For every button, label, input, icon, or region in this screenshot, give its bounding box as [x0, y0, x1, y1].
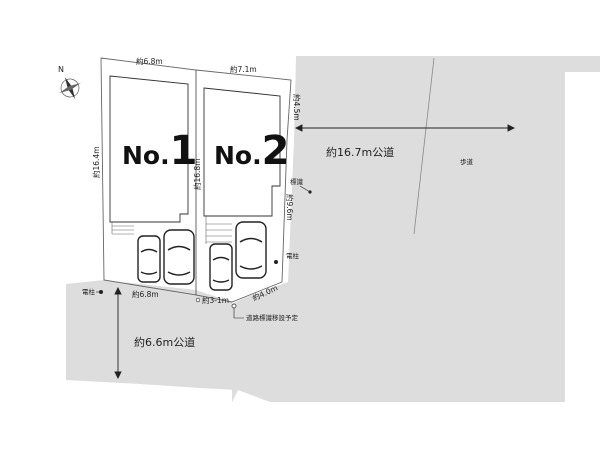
- building-2: [203, 87, 281, 217]
- sign-leader: [299, 185, 311, 193]
- south-road-label: 約6.6m公道: [134, 335, 195, 349]
- lot-2-label: No.2: [214, 128, 289, 174]
- compass-north-label: N: [58, 65, 64, 74]
- sidewalk-label: 歩道: [460, 157, 474, 166]
- steps-lot-2: [205, 216, 232, 244]
- pole-west-label: 電柱: [82, 287, 96, 296]
- sign-relocation-leader: [233, 308, 244, 319]
- pole-east-label: 電柱: [286, 251, 300, 260]
- lot-1-label: No.1: [122, 128, 197, 174]
- dimension-lot2-middle: 約16.8m: [192, 158, 202, 190]
- sign-relocation-icon: [231, 303, 237, 309]
- sidewalk-line: [413, 57, 435, 235]
- car-icon: [137, 235, 161, 283]
- dimension-lot1-top: 約6.8m: [136, 56, 163, 66]
- steps-lot-1: [111, 222, 134, 235]
- utility-pole-icon: [274, 260, 278, 264]
- dimension-lot1-left: 約16.4m: [91, 146, 101, 178]
- east-road-label: 約16.7m公道: [326, 145, 394, 159]
- dimension-lot2-right-lower: 約9.6m: [285, 194, 295, 221]
- south-road-width-arrow: [114, 286, 122, 380]
- dimension-lot2-top: 約7.1m: [230, 64, 257, 74]
- sign-relocation-label: 道路標識移設予定: [246, 313, 299, 322]
- dimension-lot2-bottom-mid: 約3-1m: [202, 295, 229, 305]
- sign-icon: [308, 190, 312, 194]
- car-icon: [163, 229, 195, 285]
- boundary-marker-icon: [195, 297, 201, 303]
- building-1: [109, 75, 189, 223]
- car-icon: [209, 243, 233, 291]
- dimension-lot1-bottom: 約6.8m: [132, 289, 159, 299]
- compass-rose-icon: [59, 77, 81, 99]
- lot-2-boundary: [195, 69, 292, 303]
- south-road-area: [66, 280, 238, 402]
- dimension-lot2-right-upper: 約4.5m: [292, 94, 302, 121]
- east-road-area: [232, 56, 600, 402]
- sign-label: 標識: [290, 177, 304, 186]
- utility-pole-icon: [99, 290, 103, 294]
- east-road-width-arrow: [294, 124, 516, 132]
- car-icon: [235, 221, 267, 279]
